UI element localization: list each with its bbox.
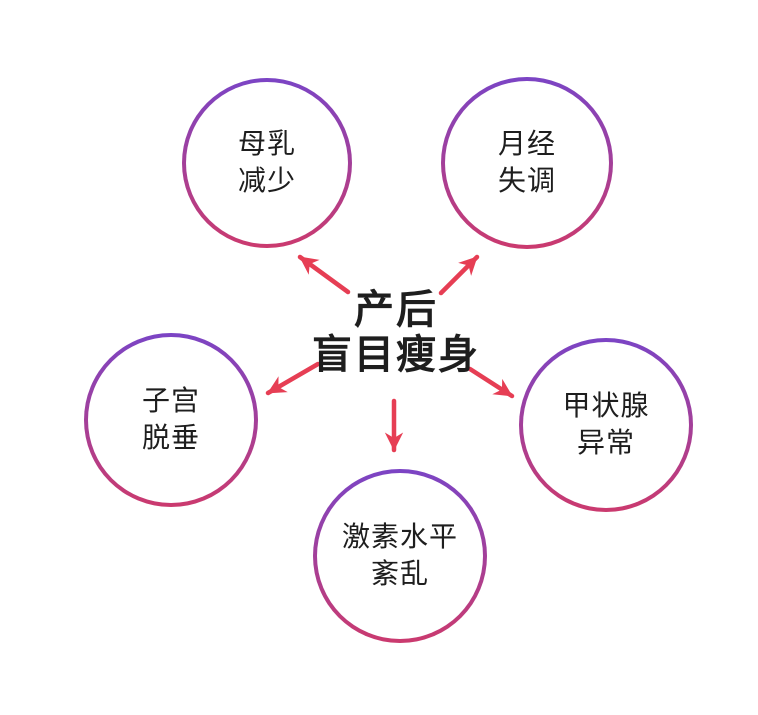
node-hormone-level-disorder: 激素水平 紊乱 [313,469,487,643]
node-label-line1: 月经 [497,128,556,160]
arrow-to-top-left-icon [297,254,351,295]
node-label-line1: 子宫 [141,385,200,417]
node-label-line2: 脱垂 [141,422,200,453]
node-uterine-prolapse: 子宫 脱垂 [84,333,258,507]
arrow-to-right-icon [467,366,515,399]
node-label-line1: 甲状腺 [562,390,650,422]
node-thyroid-abnormality: 甲状腺 异常 [519,338,693,512]
node-label-line2: 紊乱 [370,558,429,589]
arrow-to-top-right-icon [438,254,480,296]
node-breast-milk-decrease: 母乳 减少 [182,78,352,248]
node-label-line2: 失调 [497,165,556,196]
center-title-line1: 产后 [354,288,438,332]
node-menstrual-disorder: 月经 失调 [441,77,613,249]
node-label-line2: 减少 [237,165,296,196]
node-label-line1: 母乳 [237,128,296,160]
diagram-center-title: 产后 盲目瘦身 [312,288,480,378]
node-label-line2: 异常 [576,427,635,458]
arrow-to-left-icon [265,361,321,396]
center-title-line2: 盲目瘦身 [312,333,480,377]
node-label-line1: 激素水平 [341,521,458,553]
